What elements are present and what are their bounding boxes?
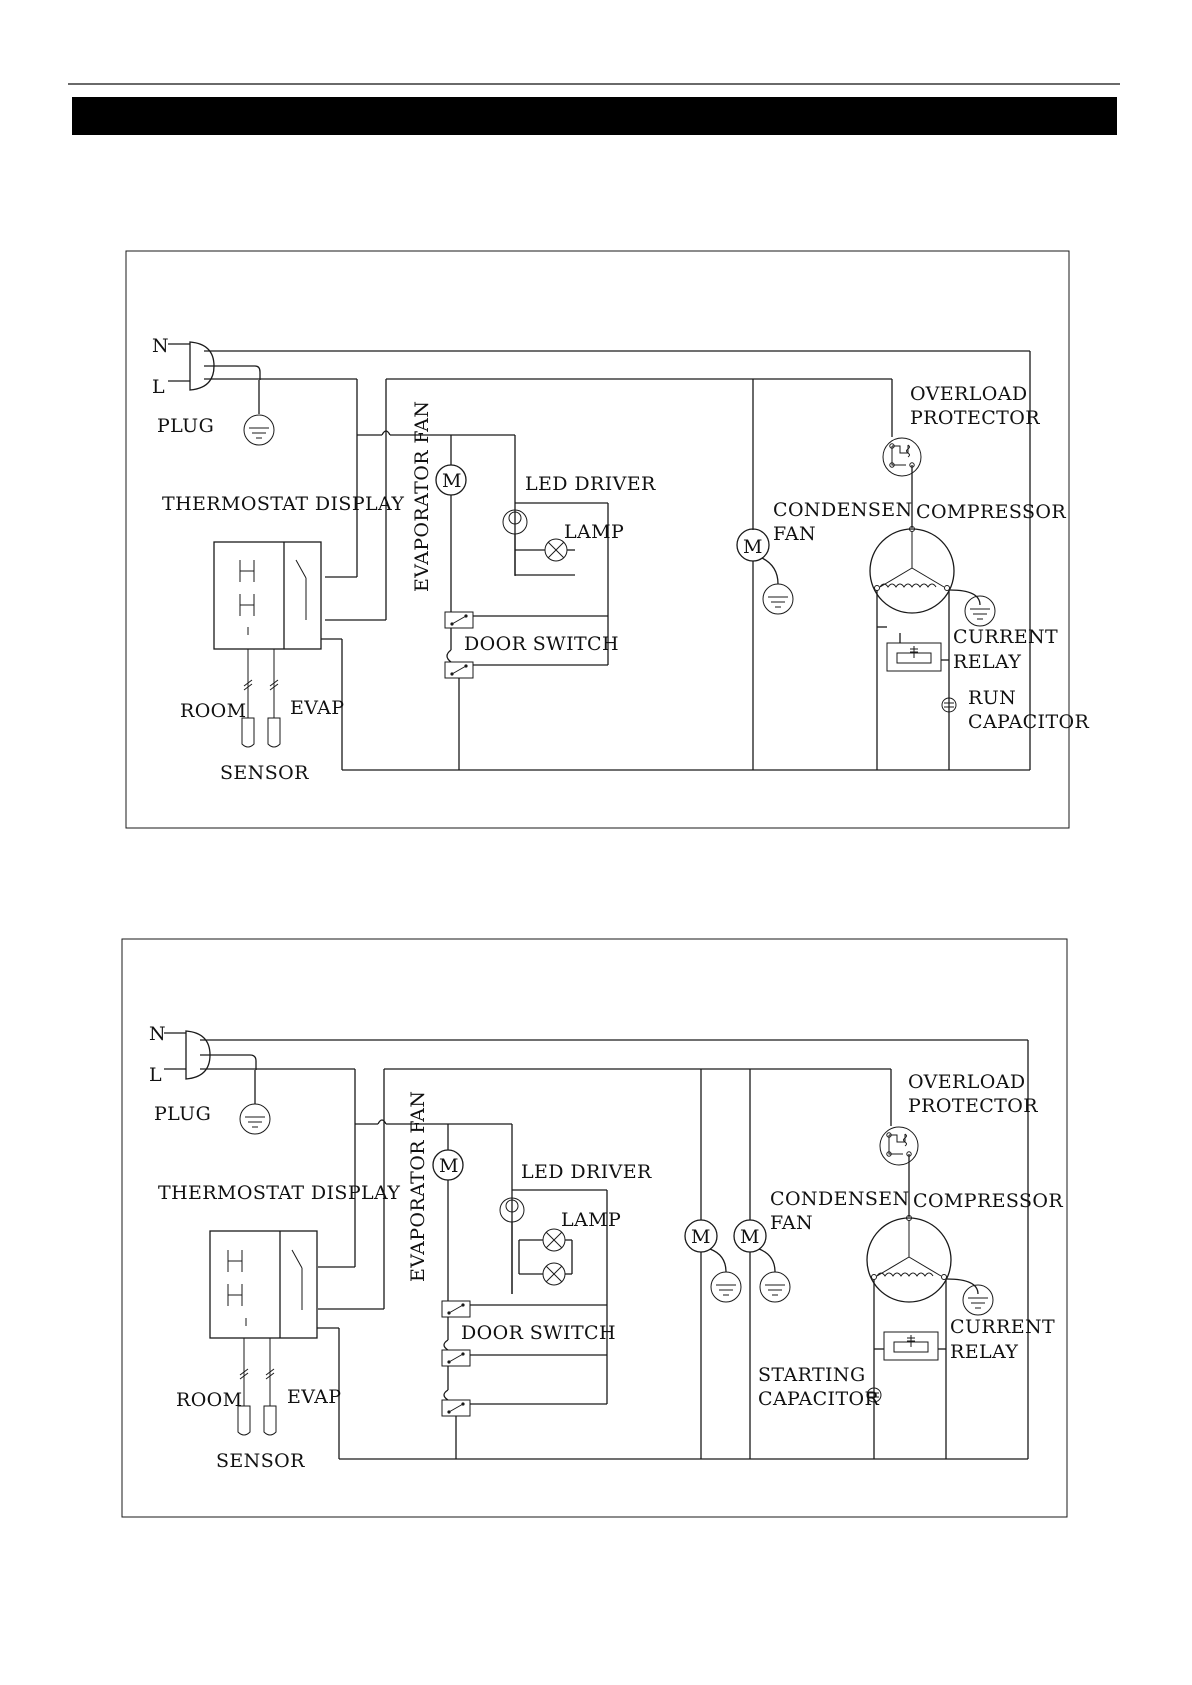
protector-label: PROTECTOR	[910, 407, 1040, 429]
overload-protector-icon	[882, 437, 922, 477]
compressor-ground-icon	[964, 595, 996, 627]
header-banner	[72, 97, 1117, 135]
led-driver-label-2: LED DRIVER	[521, 1161, 652, 1183]
relay-label-2: RELAY	[950, 1341, 1018, 1363]
wiring-diagram-2: N L PLUG THERMOSTAT DISPLAY	[121, 938, 1068, 1518]
wiring-diagram-1: N L PLUG THERMOSTAT DISPLAY	[125, 250, 1090, 829]
protector-label-2: PROTECTOR	[908, 1095, 1038, 1117]
l-label: L	[152, 376, 165, 398]
current-relay-icon	[886, 642, 942, 672]
lamp-icon-2	[542, 1262, 566, 1286]
door-switch-1	[444, 611, 474, 629]
led-driver-label: LED DRIVER	[525, 473, 656, 495]
plug-label: PLUG	[157, 415, 214, 437]
room-label: ROOM	[180, 700, 247, 722]
evap-label-2: EVAP	[287, 1386, 341, 1408]
lamp-label: LAMP	[564, 521, 624, 543]
plug-symbol-2: N L	[149, 1023, 211, 1086]
door-switch-2a	[441, 1300, 471, 1318]
lamp-label-2: LAMP	[561, 1209, 621, 1231]
run-capacitor-label: CAPACITOR	[968, 711, 1090, 733]
condenser-fan-ground-icon-2b	[759, 1271, 791, 1303]
current-label: CURRENT	[953, 626, 1058, 648]
condenser-fan-ground-icon	[762, 583, 794, 615]
condenser-fan-label-2: FAN	[770, 1212, 813, 1234]
evap-sensor-probe	[267, 717, 281, 748]
thermostat-display-label-2: THERMOSTAT DISPLAY	[158, 1182, 400, 1204]
current-label-2: CURRENT	[950, 1316, 1055, 1338]
lamp-icon-1	[542, 1228, 566, 1252]
evaporator-fan-label-2: EVAPORATOR FAN	[407, 1091, 429, 1282]
relay-label: RELAY	[953, 651, 1021, 673]
sensor-label-2: SENSOR	[216, 1450, 305, 1472]
evaporator-fan-label: EVAPORATOR FAN	[411, 401, 433, 592]
plug-ground-icon	[243, 414, 275, 446]
evaporator-fan-m-symbol-2: M	[439, 1155, 459, 1177]
condenser-fan-m-symbol: M	[743, 536, 763, 558]
compressor-motor-2	[866, 1217, 952, 1303]
condensen-label-2: CONDENSEN	[770, 1188, 910, 1210]
room-label-2: ROOM	[176, 1389, 243, 1411]
compressor-label: COMPRESSOR	[916, 501, 1066, 523]
door-switch-label-2: DOOR SWITCH	[461, 1322, 616, 1344]
room-sensor-probe	[241, 717, 255, 748]
overload-label-2: OVERLOAD	[908, 1071, 1026, 1093]
door-switch-label: DOOR SWITCH	[464, 633, 619, 655]
compressor-ground-icon-2	[962, 1284, 994, 1316]
evaporator-fan-m-symbol: M	[442, 470, 462, 492]
diagram-1-frame	[125, 250, 1070, 829]
n-label: N	[152, 335, 169, 357]
evap-label: EVAP	[290, 697, 344, 719]
run-label: RUN	[968, 687, 1016, 709]
overload-protector-icon-2	[879, 1126, 919, 1166]
condenser-fan-label: FAN	[773, 523, 816, 545]
door-switch-2	[444, 661, 474, 679]
condenser-fan-m-symbol-2a: M	[691, 1226, 711, 1248]
n-label-2: N	[149, 1023, 166, 1045]
compressor-label-2: COMPRESSOR	[913, 1190, 1063, 1212]
sensor-label: SENSOR	[220, 762, 309, 784]
plug-ground-icon-2	[239, 1103, 271, 1135]
plug-symbol: N L	[152, 335, 215, 398]
overload-label: OVERLOAD	[910, 383, 1028, 405]
door-switch-2b	[441, 1349, 471, 1367]
condenser-fan-ground-icon-2a	[710, 1271, 742, 1303]
plug-label-2: PLUG	[154, 1103, 211, 1125]
l-label-2: L	[149, 1064, 162, 1086]
condenser-fan-m-symbol-2b: M	[740, 1226, 760, 1248]
thermostat-display-box	[213, 541, 322, 650]
diagram-2-frame	[121, 938, 1068, 1518]
evap-sensor-probe-2	[263, 1405, 277, 1436]
condensen-label: CONDENSEN	[773, 499, 913, 521]
starting-label: STARTING	[758, 1364, 866, 1386]
current-relay-icon-2	[883, 1331, 939, 1361]
thermostat-display-label: THERMOSTAT DISPLAY	[162, 493, 404, 515]
compressor-motor	[869, 528, 955, 614]
door-switch-2c	[441, 1399, 471, 1417]
thermostat-display-box-2	[209, 1230, 318, 1339]
starting-capacitor-label: CAPACITOR	[758, 1388, 880, 1410]
